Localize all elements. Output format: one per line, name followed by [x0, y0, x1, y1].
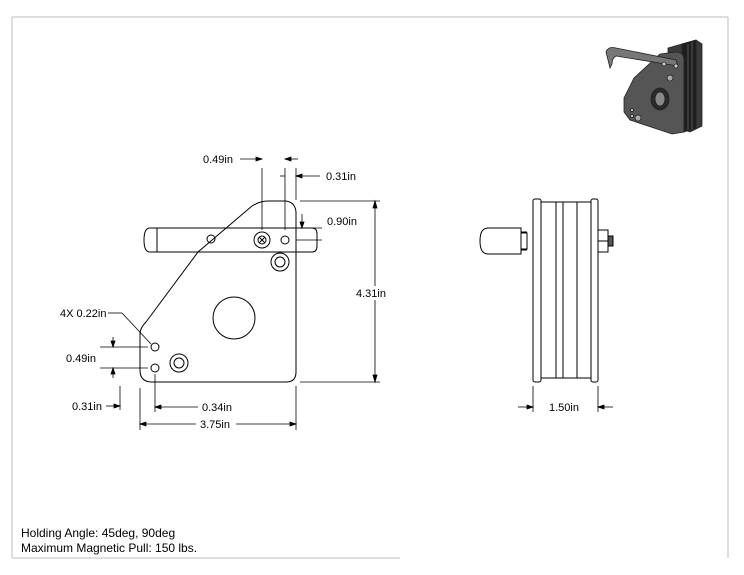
side-back-plate — [590, 198, 599, 383]
holding-angle-note: Holding Angle: 45deg, 90deg — [21, 526, 176, 540]
magnet-bore — [212, 296, 256, 340]
dim-bottom-offset: 0.31in — [72, 401, 102, 413]
side-bolt — [607, 235, 614, 247]
side-handle-stub — [479, 227, 522, 255]
mount-hole-lower — [150, 363, 160, 373]
front-view — [139, 200, 318, 383]
dim-overall-width: 3.75in — [200, 419, 230, 431]
dim-bottom-hole-spacing: 0.49in — [66, 353, 96, 365]
dim-overall-height: 4.31in — [356, 288, 386, 300]
dim-side-thickness: 1.50in — [549, 402, 579, 414]
mount-hole-upper — [150, 342, 160, 352]
side-magnet-stack — [540, 201, 592, 379]
handle-hole-left — [206, 234, 216, 244]
handle-hole-right — [280, 235, 290, 245]
isometric-view — [605, 39, 703, 135]
side-front-plate — [532, 198, 542, 383]
pivot-screw — [253, 231, 271, 249]
front-dimension-labels: 0.49in 0.31in 0.90in 4.31in 4X 0.22in 0.… — [60, 154, 386, 431]
sheet-border — [11, 16, 729, 559]
dim-top-hole-spacing: 0.49in — [203, 154, 233, 166]
dim-top-right-offset: 0.31in — [326, 171, 356, 183]
dim-arm-height: 0.90in — [327, 216, 357, 228]
lower-nut — [169, 353, 189, 373]
dim-hole-callout: 4X 0.22in — [60, 308, 106, 320]
front-dimension-lines — [100, 156, 380, 430]
side-dimension-lines — [518, 386, 613, 412]
upper-nut — [270, 252, 290, 272]
dim-bottom-hole-x: 0.34in — [202, 402, 232, 414]
side-view — [479, 198, 614, 383]
magnetic-pull-note: Maximum Magnetic Pull: 150 lbs. — [21, 541, 198, 555]
